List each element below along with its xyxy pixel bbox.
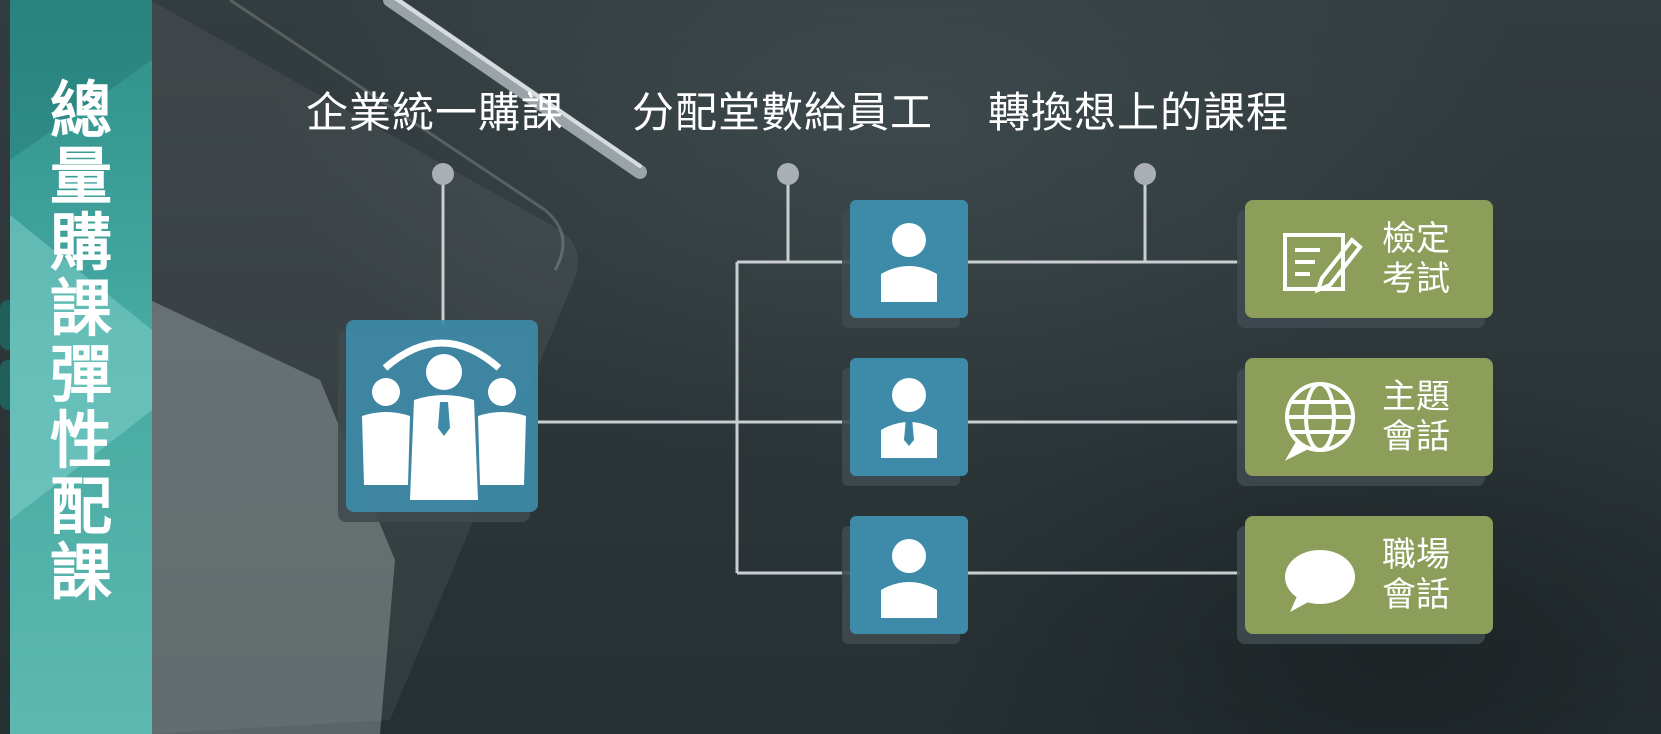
pen-shape	[383, 0, 647, 179]
step-label-allocate: 分配堂數給員工	[632, 88, 934, 137]
course-label-line: 主題	[1382, 377, 1450, 417]
employee-icon	[881, 223, 937, 302]
side-banner	[10, 0, 152, 734]
course-tile-topic	[1237, 358, 1493, 486]
course-tile-exam	[1237, 200, 1493, 328]
connector-lines	[441, 174, 1240, 575]
course-label-line: 檢定	[1382, 219, 1450, 259]
tablet-edge	[229, 0, 565, 271]
side-title: 總量購課彈性配課	[49, 74, 112, 609]
globe-chat-icon	[1284, 382, 1355, 461]
pin-dot	[432, 163, 454, 185]
speech-bubble-icon	[1285, 550, 1355, 612]
course-label-line: 會話	[1382, 575, 1450, 615]
course-label-line: 考試	[1382, 259, 1450, 299]
employee-icon	[881, 539, 937, 618]
course-label-workplace: 職場 會話	[1382, 535, 1472, 615]
course-label-line: 職場	[1382, 535, 1450, 575]
banner-arrow-decoration	[10, 0, 152, 520]
team-icon	[362, 339, 526, 500]
step-label-purchase: 企業統一購課	[306, 88, 565, 137]
employee-tie-icon	[881, 378, 937, 458]
tablet-glass	[150, 300, 395, 734]
employee-tile	[842, 200, 968, 328]
pin-dot	[1134, 163, 1156, 185]
course-label-exam: 檢定 考試	[1382, 219, 1472, 299]
course-label-line: 會話	[1382, 417, 1450, 457]
course-tile-workplace	[1237, 516, 1493, 644]
step-label-convert: 轉換想上的課程	[988, 88, 1290, 137]
company-tile	[338, 320, 538, 522]
exam-pencil-icon	[1283, 233, 1363, 294]
employee-tile	[842, 358, 968, 486]
course-label-topic: 主題 會話	[1382, 377, 1472, 457]
employee-tile	[842, 516, 968, 644]
pin-dot	[777, 163, 799, 185]
step-pins	[432, 163, 1156, 185]
